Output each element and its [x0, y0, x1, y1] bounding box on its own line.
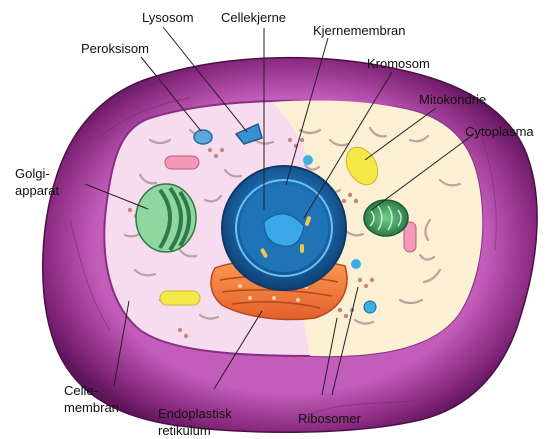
label-kjernemembran: Kjernemembran [313, 22, 406, 39]
pink-vesicle [165, 156, 199, 169]
label-cellemembran-line2: membran [64, 399, 119, 416]
label-lysosom: Lysosom [142, 9, 194, 26]
label-cytoplasma: Cytoplasma [465, 123, 534, 140]
small-vesicle-3 [364, 301, 376, 313]
nucleus [222, 166, 346, 290]
label-ribosomer: Ribosomer [298, 410, 361, 427]
peroxisome [194, 130, 212, 144]
label-cellekjerne: Cellekjerne [221, 9, 286, 26]
label-cellemembran-line1: Celle- [64, 382, 119, 399]
small-vesicle [303, 155, 313, 165]
label-cellemembran: Celle- membran [64, 382, 119, 416]
label-er-line2: retikulum [158, 422, 232, 439]
golgi-apparatus [136, 184, 196, 252]
label-endoplastisk-retikulum: Endoplastisk retikulum [158, 405, 232, 439]
label-golgi-line2: apparat [15, 182, 59, 199]
small-vesicle-2 [351, 259, 361, 269]
label-peroksisom: Peroksisom [81, 40, 149, 57]
mitochondrion [364, 200, 408, 236]
yellow-vesicle [160, 291, 200, 305]
label-golgi-apparat: Golgi- apparat [15, 165, 59, 199]
label-kromosom: Kromosom [367, 55, 430, 72]
label-mitokondrie: Mitokondrie [419, 91, 486, 108]
label-golgi-line1: Golgi- [15, 165, 59, 182]
label-er-line1: Endoplastisk [158, 405, 232, 422]
